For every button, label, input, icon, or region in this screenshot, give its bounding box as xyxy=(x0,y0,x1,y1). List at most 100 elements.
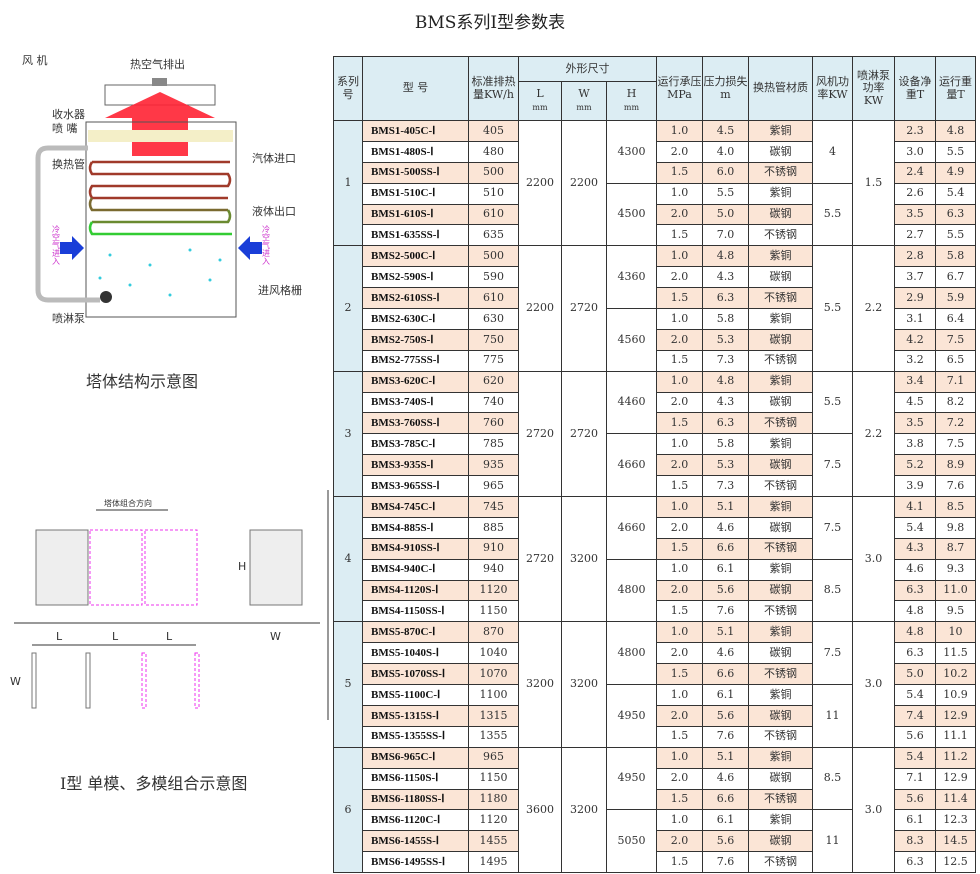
height-cell: 4950 xyxy=(606,746,657,811)
heat-cell: 630 xyxy=(468,308,519,330)
model-cell: BMS6-965C-Ⅰ xyxy=(362,746,469,769)
run-weight-cell: 7.5 xyxy=(935,328,976,351)
run-weight-cell: 6.7 xyxy=(935,266,976,289)
series-number: 4 xyxy=(333,496,363,623)
material-cell: 紫铜 xyxy=(748,746,813,769)
heat-cell: 910 xyxy=(468,537,519,560)
net-weight-cell: 5.4 xyxy=(894,516,936,539)
run-weight-cell: 5.8 xyxy=(935,245,976,268)
width-cell: 3200 xyxy=(561,496,607,623)
loss-cell: 6.6 xyxy=(702,788,749,811)
loss-cell: 6.1 xyxy=(702,684,749,706)
pressure-cell: 1.5 xyxy=(656,412,703,435)
model-cell: BMS1-610S-Ⅰ xyxy=(362,203,469,226)
header-model: 型 号 xyxy=(362,56,469,121)
pressure-cell: 2.0 xyxy=(656,767,703,790)
heat-cell: 1150 xyxy=(468,767,519,790)
loss-cell: 4.5 xyxy=(702,120,749,142)
model-cell: BMS2-750S-Ⅰ xyxy=(362,328,469,351)
heat-cell: 1455 xyxy=(468,830,519,853)
loss-cell: 4.6 xyxy=(702,767,749,790)
label-cold-air-left: 冷空气进入 xyxy=(52,224,61,265)
header-series: 系列号 xyxy=(333,56,363,121)
pressure-cell: 2.0 xyxy=(656,704,703,727)
pressure-cell: 1.0 xyxy=(656,245,703,268)
width-cell: 2720 xyxy=(561,370,607,498)
loss-cell: 6.1 xyxy=(702,558,749,581)
net-weight-cell: 4.3 xyxy=(894,537,936,560)
material-cell: 碳钢 xyxy=(748,328,813,351)
run-weight-cell: 14.5 xyxy=(935,830,976,853)
material-cell: 紫铜 xyxy=(748,370,813,393)
run-weight-cell: 7.6 xyxy=(935,475,976,498)
model-cell: BMS1-635SS-Ⅰ xyxy=(362,224,469,247)
run-weight-cell: 8.2 xyxy=(935,391,976,414)
pressure-cell: 1.5 xyxy=(656,287,703,310)
page-title: BMS系列Ⅰ型参数表 xyxy=(414,13,566,33)
pump-power-cell: 3.0 xyxy=(852,746,895,874)
net-weight-cell: 4.2 xyxy=(894,328,936,351)
material-cell: 紫铜 xyxy=(748,308,813,330)
heat-cell: 965 xyxy=(468,746,519,769)
model-cell: BMS2-630C-Ⅰ xyxy=(362,308,469,330)
material-cell: 碳钢 xyxy=(748,642,813,665)
heat-cell: 1120 xyxy=(468,809,519,832)
material-cell: 紫铜 xyxy=(748,245,813,268)
heat-cell: 510 xyxy=(468,182,519,205)
model-cell: BMS3-935S-Ⅰ xyxy=(362,454,469,477)
loss-cell: 4.6 xyxy=(702,642,749,665)
length-cell: 2200 xyxy=(518,245,562,372)
label-l2: L xyxy=(112,630,119,643)
height-cell: 4950 xyxy=(606,684,657,748)
run-weight-cell: 8.5 xyxy=(935,496,976,518)
loss-cell: 6.3 xyxy=(702,412,749,435)
heat-cell: 500 xyxy=(468,245,519,268)
height-cell: 4560 xyxy=(606,308,657,372)
height-cell: 4660 xyxy=(606,433,657,498)
model-cell: BMS4-940C-Ⅰ xyxy=(362,558,469,581)
material-cell: 不锈钢 xyxy=(748,851,813,874)
pressure-cell: 2.0 xyxy=(656,516,703,539)
fan-icon xyxy=(152,78,167,86)
height-cell: 4660 xyxy=(606,496,657,560)
run-weight-cell: 12.9 xyxy=(935,704,976,727)
model-cell: BMS1-480S-Ⅰ xyxy=(362,140,469,163)
pump-power-cell: 2.2 xyxy=(852,370,895,498)
pressure-cell: 2.0 xyxy=(656,203,703,226)
cold-air-arrow-left-icon xyxy=(60,236,84,260)
unit-mm: mm xyxy=(623,103,640,112)
heat-cell: 1100 xyxy=(468,684,519,706)
material-cell: 紫铜 xyxy=(748,684,813,706)
pump-power-cell: 2.2 xyxy=(852,245,895,372)
run-weight-cell: 6.4 xyxy=(935,308,976,330)
label-gas-in: 汽体进口 xyxy=(252,151,296,165)
header-dims: 外形尺寸 xyxy=(518,56,657,82)
pressure-cell: 1.5 xyxy=(656,537,703,560)
pressure-cell: 2.0 xyxy=(656,266,703,289)
loss-cell: 5.1 xyxy=(702,746,749,769)
loss-cell: 5.5 xyxy=(702,182,749,205)
pressure-cell: 1.0 xyxy=(656,809,703,832)
run-weight-cell: 11.4 xyxy=(935,788,976,811)
run-weight-cell: 11.2 xyxy=(935,746,976,769)
heat-cell: 965 xyxy=(468,475,519,498)
header-pump: 喷淋泵功率KW xyxy=(852,56,895,121)
label-h: H xyxy=(238,560,246,573)
label-pump: 喷淋泵 xyxy=(52,312,85,325)
pressure-cell: 2.0 xyxy=(656,830,703,853)
pressure-cell: 1.0 xyxy=(656,684,703,706)
height-cell: 4360 xyxy=(606,245,657,310)
material-cell: 不锈钢 xyxy=(748,788,813,811)
loss-cell: 5.6 xyxy=(702,579,749,602)
